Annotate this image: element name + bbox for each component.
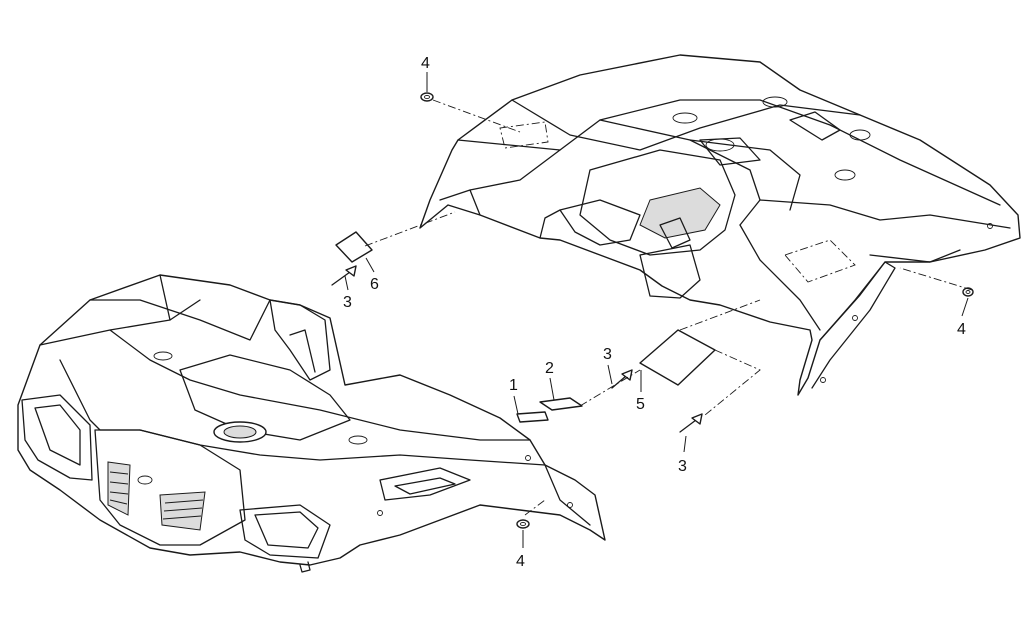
part-6-plate [335,231,373,263]
rear-body-panel [419,54,1021,396]
part-2-strip [539,397,583,411]
nut-4c-icon [516,519,530,529]
callout-5: 5 [636,396,645,413]
callout-4-top: 4 [421,55,430,72]
callout-3-lower: 3 [678,458,687,475]
callout-6: 6 [370,276,379,293]
callout-4-bottom: 4 [516,553,525,570]
leader-lines [344,72,973,548]
nut-4a-icon [420,92,434,102]
callout-2: 2 [545,360,554,377]
part-1-strip [516,411,549,423]
callout-3-middle: 3 [603,346,612,363]
callout-3-left: 3 [343,294,352,311]
callout-4-right: 4 [957,321,966,338]
fastener-3a-icon [331,265,357,286]
callout-1: 1 [509,377,518,394]
grille-vents [107,461,206,531]
fastener-3c-icon [679,413,703,433]
front-body-panel [17,274,606,573]
fastener-3b-icon [611,369,633,389]
part-5-plate [639,329,716,386]
